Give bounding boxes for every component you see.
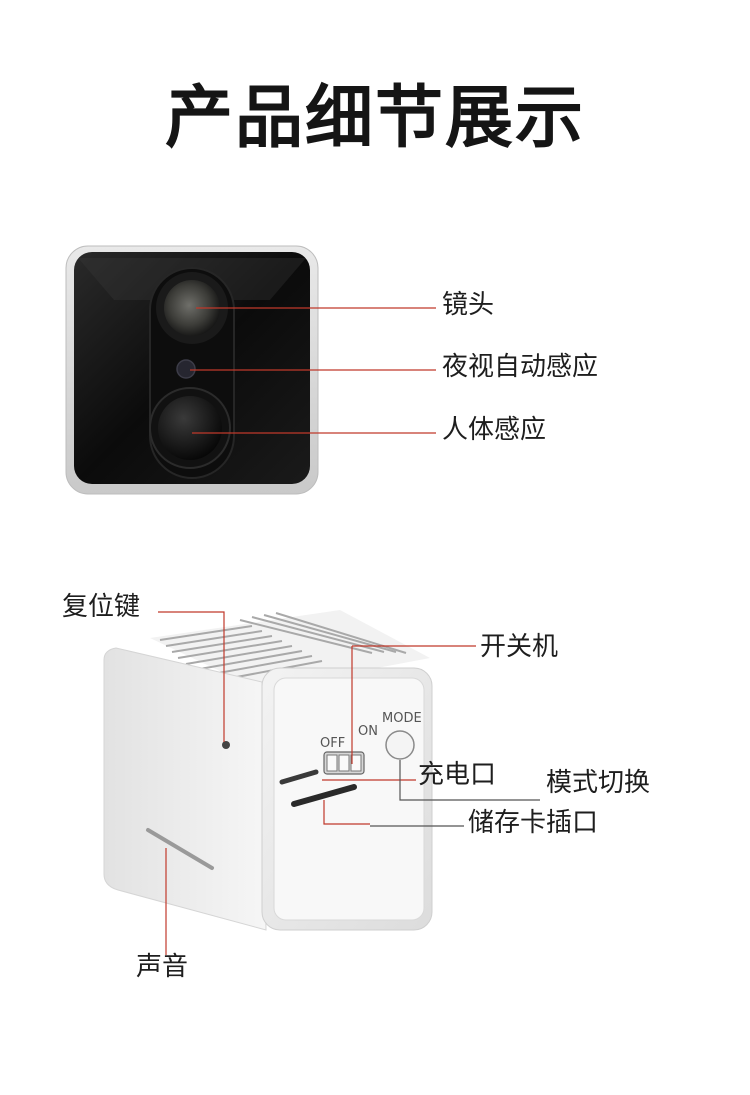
side-callout-lines-gray <box>370 760 540 827</box>
mode-marking: MODE <box>382 711 422 726</box>
lens-icon <box>156 272 228 344</box>
side-callout-lines-red <box>158 611 476 955</box>
label-reset: 复位键 <box>62 592 141 622</box>
label-night-vision: 夜视自动感应 <box>442 352 599 382</box>
night-vision-sensor-icon <box>176 359 196 379</box>
speaker-slot-icon <box>146 828 214 870</box>
label-lens: 镜头 <box>442 290 495 320</box>
label-pir: 人体感应 <box>442 415 547 445</box>
card-slot-icon <box>291 784 357 807</box>
pir-sensor-icon <box>149 387 231 469</box>
off-marking: OFF <box>320 736 345 751</box>
label-power: 开关机 <box>480 632 559 662</box>
reset-hole-icon <box>222 741 230 749</box>
front-callout-lines <box>190 307 436 434</box>
page-title: 产品细节展示 <box>164 79 585 158</box>
power-switch-icon <box>323 751 365 775</box>
label-mode-switch: 模式切换 <box>546 768 651 798</box>
side-camera: OFF ON MODE <box>103 610 433 931</box>
charging-port-icon <box>279 769 319 785</box>
mode-button-icon <box>385 730 415 760</box>
on-marking: ON <box>358 724 378 739</box>
label-card-slot: 储存卡插口 <box>468 808 599 838</box>
label-charging: 充电口 <box>418 760 497 790</box>
label-sound: 声音 <box>136 952 189 982</box>
